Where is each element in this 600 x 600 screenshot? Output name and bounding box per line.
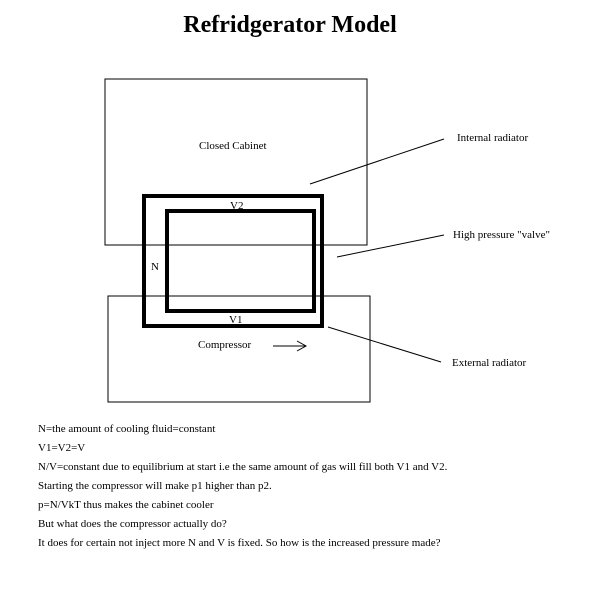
cabinet-label: Closed Cabinet — [199, 140, 267, 152]
v1-label: V1 — [229, 314, 242, 326]
note-line: N=the amount of cooling fluid=constant — [38, 423, 216, 435]
internal-radiator-label: Internal radiator — [457, 132, 528, 144]
note-line: V1=V2=V — [38, 442, 86, 454]
compressor-label: Compressor — [198, 339, 252, 351]
n-label: N — [151, 261, 159, 273]
flow-arrow-icon — [296, 340, 308, 352]
note-line: p=N/VkT thus makes the cabinet cooler — [38, 499, 214, 511]
page-title: Refridgerator Model — [183, 12, 397, 38]
high-pressure-valve-label: High pressure "valve" — [453, 229, 550, 241]
compressor-box — [107, 295, 371, 403]
inner-loop — [165, 209, 316, 313]
internal-radiator-leader — [309, 138, 445, 185]
note-line: But what does the compressor actually do… — [38, 518, 227, 530]
note-line: N/V=constant due to equilibrium at start… — [38, 461, 448, 473]
external-radiator-label: External radiator — [452, 357, 527, 369]
outer-loop — [142, 194, 324, 328]
note-line: Starting the compressor will make p1 hig… — [38, 480, 272, 492]
note-line: It does for certain not inject more N an… — [38, 537, 441, 549]
v2-label: V2 — [230, 200, 243, 212]
notes-block: N=the amount of cooling fluid=constant V… — [38, 420, 588, 553]
valve-leader — [336, 234, 445, 258]
external-radiator-leader — [327, 326, 442, 363]
cabinet-box — [104, 78, 368, 246]
